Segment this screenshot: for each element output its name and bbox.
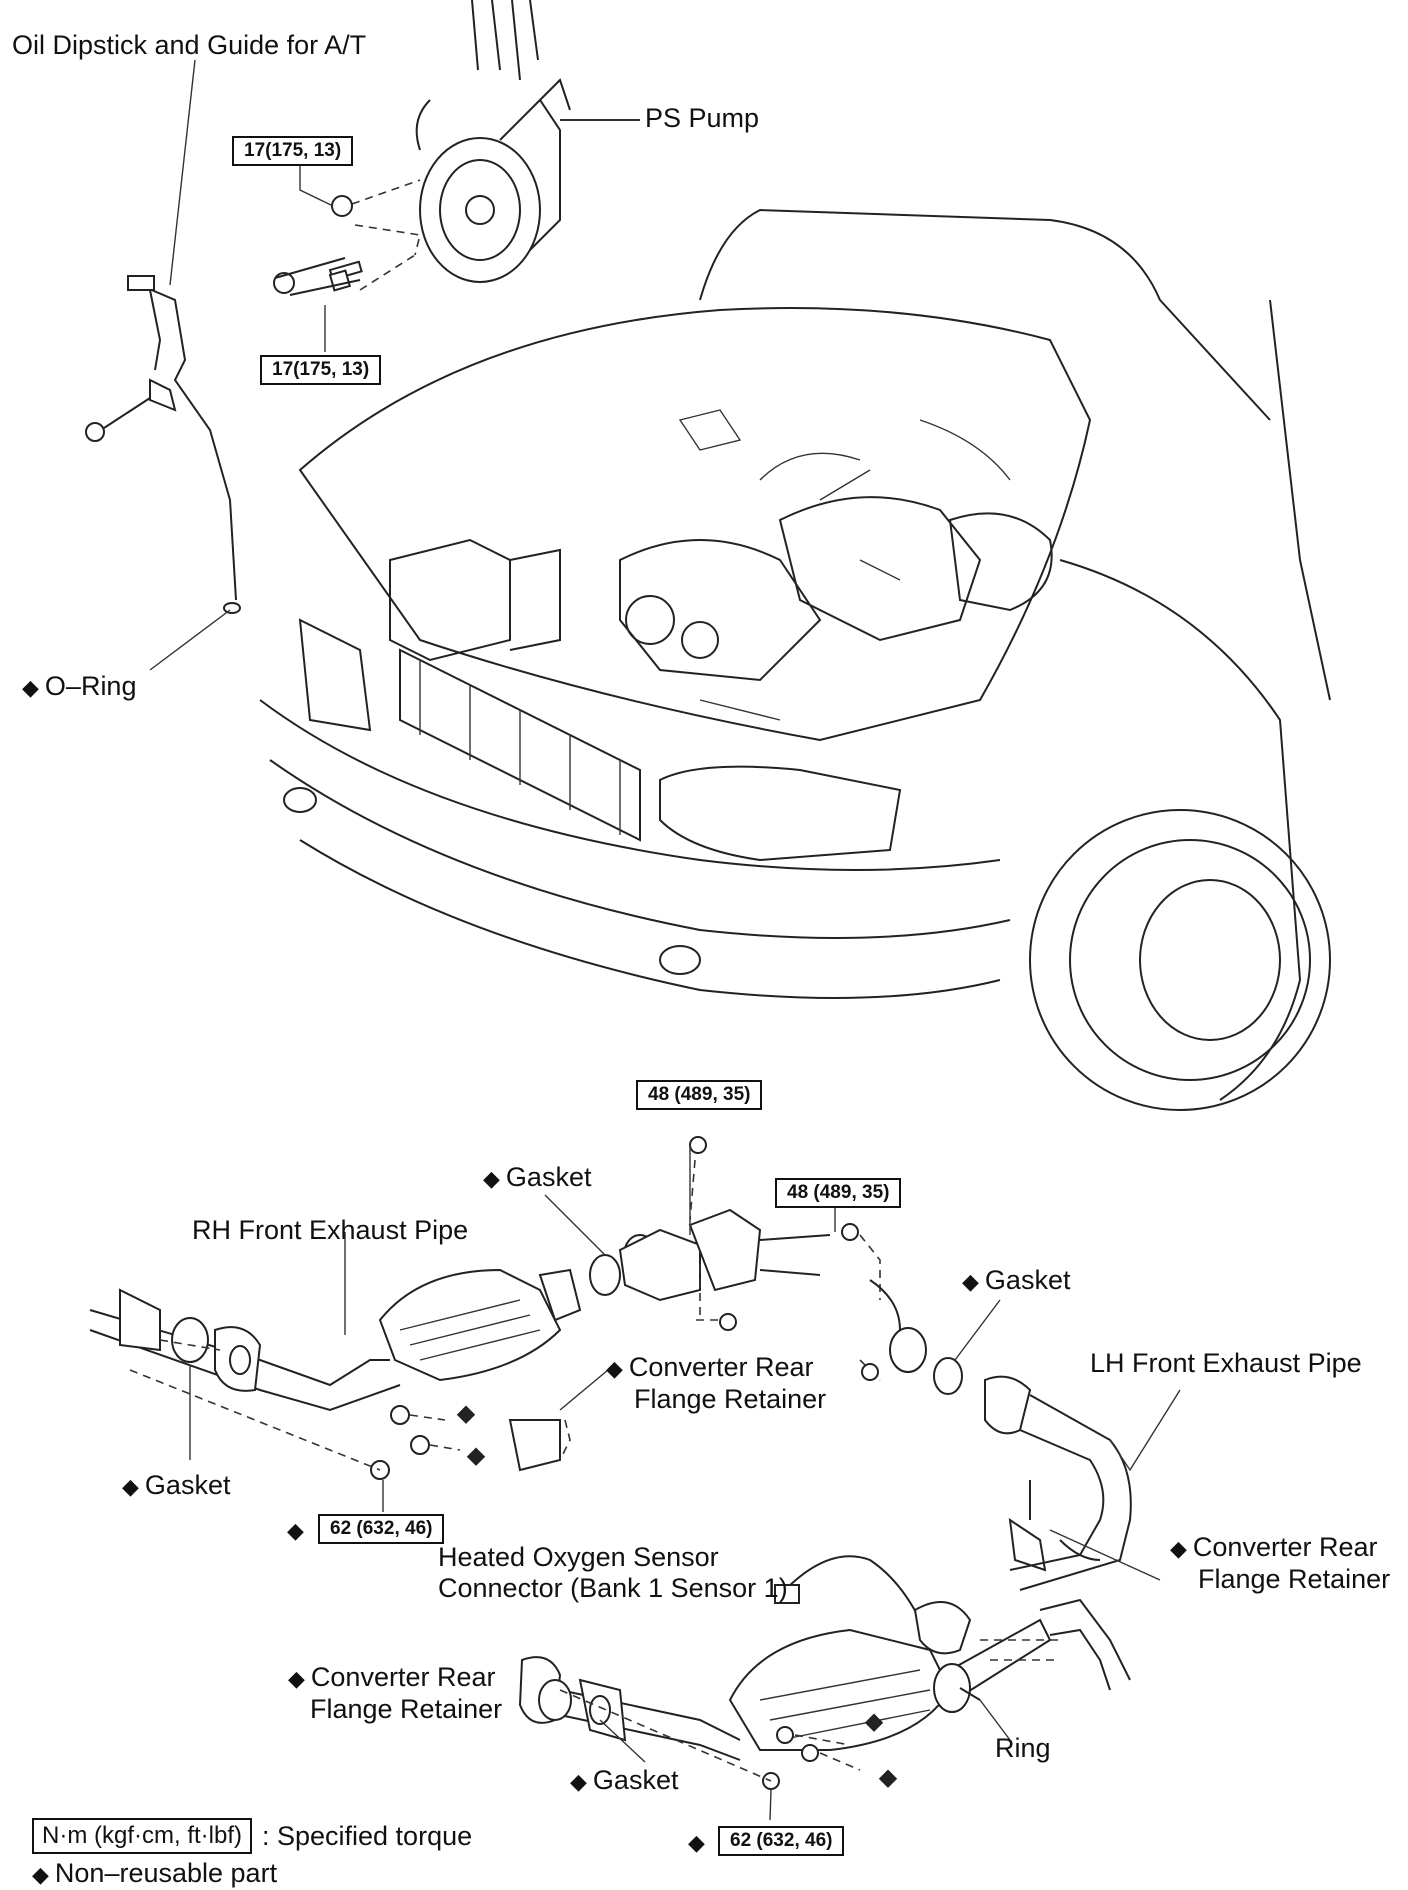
diamond-icon: ◆ xyxy=(570,1769,587,1794)
label-converter-rear-flange-rh: ◆Converter Rear Flange Retainer xyxy=(606,1352,826,1415)
label-lh-front-exhaust-pipe: LH Front Exhaust Pipe xyxy=(1090,1348,1362,1378)
heated-oxygen-line1: Heated Oxygen Sensor xyxy=(438,1542,719,1572)
diamond-icon: ◆ xyxy=(122,1474,139,1499)
rh-exhaust-drawing xyxy=(89,1234,657,1480)
label-heated-oxygen-sensor: Heated Oxygen Sensor Connector (Bank 1 S… xyxy=(438,1542,788,1604)
nonreusable-markers xyxy=(456,1405,898,1788)
legend-nonreusable-text: Non–reusable part xyxy=(54,1858,278,1888)
converter-line2: Flange Retainer xyxy=(634,1384,827,1414)
converter-line2: Flange Retainer xyxy=(1198,1564,1391,1594)
label-rh-front-exhaust-pipe: RH Front Exhaust Pipe xyxy=(192,1215,469,1245)
legend-torque-desc: : Specified torque xyxy=(261,1820,473,1851)
diamond-icon: ◆ xyxy=(962,1269,979,1294)
heated-oxygen-line2: Connector (Bank 1 Sensor 1) xyxy=(438,1573,788,1603)
diamond-icon: ◆ xyxy=(287,1518,304,1543)
converter-line1: Converter Rear xyxy=(1192,1532,1378,1562)
label-o-ring: ◆O–Ring xyxy=(22,671,136,703)
flange-drawing xyxy=(618,1136,831,1331)
gasket-text: Gasket xyxy=(592,1765,679,1795)
torque-ps-pump-bottom: 17(175, 13) xyxy=(260,355,382,385)
lh-exhaust-drawing xyxy=(518,1223,1132,1790)
diamond-icon: ◆ xyxy=(22,675,39,700)
torque-lh-pipe-nut-row: ◆ xyxy=(688,1826,711,1858)
ps-pump-drawing xyxy=(273,0,640,296)
legend-torque-row: N·m (kgf·cm, ft·lbf) : Specified torque xyxy=(32,1818,472,1854)
label-ring: Ring xyxy=(995,1733,1051,1763)
label-gasket-rh: ◆Gasket xyxy=(122,1470,230,1502)
converter-line2: Flange Retainer xyxy=(310,1694,503,1724)
label-gasket-lh: ◆Gasket xyxy=(962,1265,1070,1297)
leader-lines xyxy=(149,59,1181,1821)
torque-flange-upper: 48 (489, 35) xyxy=(636,1080,763,1110)
o-ring-text: O–Ring xyxy=(44,671,137,701)
torque-flange-lower: 48 (489, 35) xyxy=(775,1178,902,1208)
diamond-icon: ◆ xyxy=(288,1666,305,1691)
torque-lh-pipe-nut: 62 (632, 46) xyxy=(718,1826,845,1856)
label-gasket-top: ◆Gasket xyxy=(483,1162,591,1194)
dipstick-drawing xyxy=(85,275,241,614)
diamond-icon: ◆ xyxy=(606,1356,623,1381)
vehicle-outline xyxy=(259,208,1331,1111)
diamond-icon: ◆ xyxy=(688,1830,705,1855)
label-ps-pump: PS Pump xyxy=(645,103,760,133)
diamond-icon: ◆ xyxy=(32,1862,49,1887)
legend-torque-box: N·m (kgf·cm, ft·lbf) xyxy=(32,1818,252,1854)
gasket-text: Gasket xyxy=(984,1265,1071,1295)
label-oil-dipstick: Oil Dipstick and Guide for A/T xyxy=(12,30,367,60)
diamond-icon: ◆ xyxy=(483,1166,500,1191)
converter-line1: Converter Rear xyxy=(628,1352,814,1382)
legend: N·m (kgf·cm, ft·lbf) : Specified torque … xyxy=(32,1818,472,1890)
label-converter-rear-flange-bottom: ◆Converter Rear Flange Retainer xyxy=(288,1662,502,1725)
converter-line1: Converter Rear xyxy=(310,1662,496,1692)
label-gasket-bottom: ◆Gasket xyxy=(570,1765,678,1797)
gasket-text: Gasket xyxy=(144,1470,231,1500)
torque-rh-pipe-nut-row: ◆ xyxy=(287,1514,310,1546)
legend-nonreusable-row: ◆Non–reusable part xyxy=(32,1858,472,1890)
torque-ps-pump-top: 17(175, 13) xyxy=(232,136,354,166)
gasket-text: Gasket xyxy=(505,1162,592,1192)
torque-rh-pipe-nut: 62 (632, 46) xyxy=(318,1514,445,1544)
label-converter-rear-flange-lh: ◆Converter Rear Flange Retainer xyxy=(1170,1532,1390,1595)
diamond-icon: ◆ xyxy=(1170,1536,1187,1561)
